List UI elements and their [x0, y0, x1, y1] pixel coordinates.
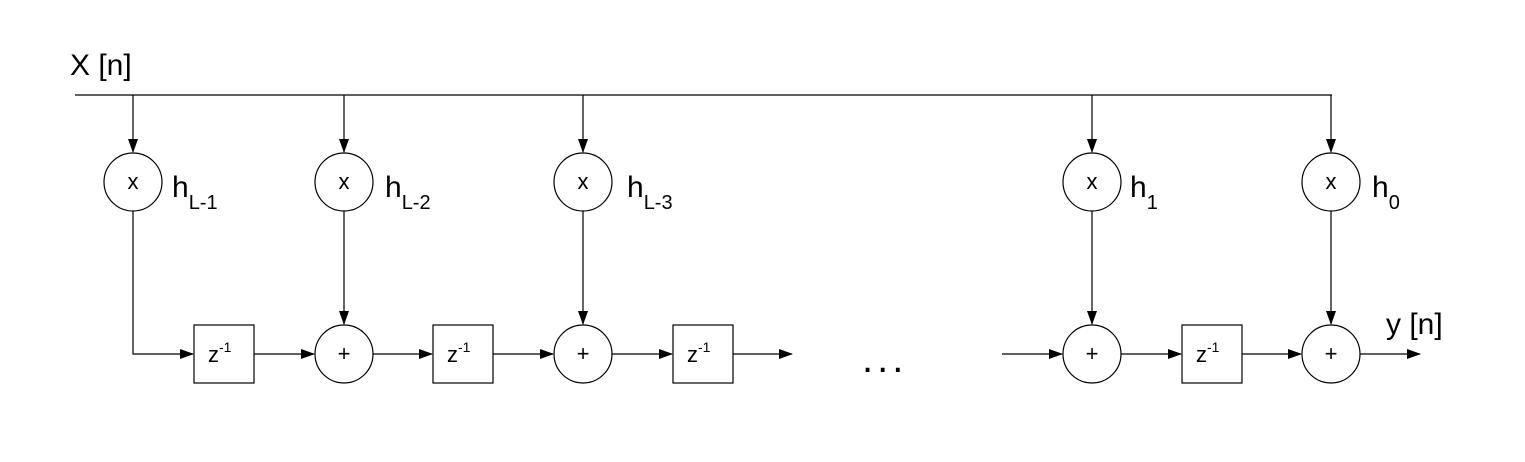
- svg-text:z-1: z-1: [447, 339, 471, 367]
- svg-text:+: +: [1325, 341, 1338, 366]
- first-tap-path: [132, 211, 194, 359]
- svg-text:x: x: [128, 169, 139, 194]
- svg-text:+: +: [1086, 341, 1099, 366]
- svg-text:z-1: z-1: [687, 339, 711, 367]
- svg-text:x: x: [1087, 169, 1098, 194]
- ellipsis: ...: [862, 337, 907, 381]
- svg-text:+: +: [577, 341, 590, 366]
- delay-block-3: z-1: [672, 324, 734, 384]
- multiplier-node-5: x: [1301, 152, 1361, 212]
- adder-node-3: +: [1062, 324, 1122, 384]
- coefficient-label-4: h1: [1130, 171, 1158, 214]
- adder-node-4: +: [1301, 324, 1361, 384]
- multiplier-node-3: x: [553, 152, 613, 212]
- coefficient-label-3: hL-3: [627, 171, 673, 214]
- svg-text:x: x: [1326, 169, 1337, 194]
- coefficient-label-5: h0: [1372, 171, 1400, 214]
- svg-text:+: +: [338, 341, 351, 366]
- svg-text:x: x: [339, 169, 350, 194]
- adder-node-1: +: [314, 324, 374, 384]
- multiplier-node-4: x: [1062, 152, 1122, 212]
- input-label: X [n]: [70, 49, 132, 82]
- coefficient-label-2: hL-2: [385, 171, 431, 214]
- multiplier-node-1: x: [103, 152, 163, 212]
- delay-block-2: z-1: [432, 324, 494, 384]
- svg-text:z-1: z-1: [208, 339, 232, 367]
- adder-node-2: +: [553, 324, 613, 384]
- delay-block-1: z-1: [193, 324, 255, 384]
- coefficient-label-1: hL-1: [172, 171, 218, 214]
- multiplier-node-2: x: [314, 152, 374, 212]
- output-label: y [n]: [1386, 308, 1443, 341]
- delay-block-4: z-1: [1181, 324, 1243, 384]
- svg-text:z-1: z-1: [1196, 339, 1220, 367]
- svg-text:x: x: [578, 169, 589, 194]
